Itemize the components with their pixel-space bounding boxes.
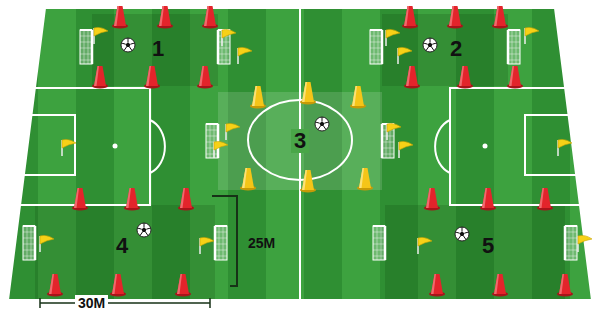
ball [423, 38, 437, 52]
cone [240, 168, 256, 191]
zone-area [35, 205, 215, 300]
cone [72, 188, 88, 211]
goal-area [24, 115, 75, 175]
flag [578, 235, 592, 252]
cone [492, 6, 508, 29]
zone-number: 5 [482, 235, 494, 257]
cone [197, 66, 213, 89]
cone [480, 188, 496, 211]
flag [398, 47, 412, 64]
flag [62, 139, 76, 156]
goal [80, 30, 92, 64]
cone [110, 274, 126, 297]
dimension-label: 30M [75, 295, 108, 311]
cone [429, 274, 445, 297]
ball [455, 227, 469, 241]
ball [315, 117, 329, 131]
penalty-area [20, 88, 150, 205]
flag [222, 29, 236, 46]
cone [178, 188, 194, 211]
dimension-label: 25M [248, 236, 275, 250]
flags [40, 27, 592, 254]
dimension-bracket [212, 196, 237, 286]
zone-area [382, 14, 508, 86]
cone [402, 6, 418, 29]
goal [508, 30, 520, 64]
goal [215, 226, 227, 260]
cone [404, 66, 420, 89]
zone-area [385, 205, 565, 300]
zone-number: 4 [116, 235, 128, 257]
yellow-cones [240, 82, 373, 193]
cone [175, 274, 191, 297]
cone [447, 6, 463, 29]
flag [94, 27, 108, 44]
cone [357, 168, 373, 191]
flag [386, 29, 400, 46]
penalty-spot [113, 144, 118, 149]
dimension-line [40, 298, 210, 308]
flag [558, 139, 572, 156]
cone [537, 188, 553, 211]
ball [137, 223, 151, 237]
cone [457, 66, 473, 89]
pitch-lines [8, 8, 592, 300]
cone [424, 188, 440, 211]
penalty-arc [150, 120, 165, 173]
halfway-line [299, 8, 301, 300]
cone [157, 6, 173, 29]
flag [40, 235, 54, 252]
goal [373, 226, 385, 260]
cone [124, 188, 140, 211]
cone [507, 66, 523, 89]
balls [121, 38, 469, 241]
cone [202, 6, 218, 29]
zone-number: 3 [291, 129, 309, 153]
ball [121, 38, 135, 52]
flag [238, 47, 252, 64]
touch-line [8, 8, 592, 300]
cone [557, 274, 573, 297]
cone [92, 66, 108, 89]
cone [250, 86, 266, 109]
cone [300, 82, 316, 105]
flag [214, 141, 228, 158]
goal [370, 30, 382, 64]
zone-number: 2 [450, 38, 462, 60]
cone [350, 86, 366, 109]
zone-number: 1 [152, 38, 164, 60]
cone [47, 274, 63, 297]
penalty-arc [435, 120, 450, 173]
flag [387, 123, 401, 140]
centre-circle [248, 100, 352, 180]
penalty-spot [483, 144, 488, 149]
goal [23, 226, 35, 260]
flag [399, 141, 413, 158]
red-cones [47, 6, 573, 297]
flag [418, 237, 432, 254]
goal [206, 124, 218, 158]
small-goals [23, 30, 577, 260]
cone [112, 6, 128, 29]
cone [492, 274, 508, 297]
penalty-area [450, 88, 580, 205]
pitch [8, 8, 592, 300]
flag [525, 27, 539, 44]
flag [226, 123, 240, 140]
cone [300, 170, 316, 193]
goal-area [525, 115, 576, 175]
flag [200, 237, 214, 254]
goal [565, 226, 577, 260]
cone [144, 66, 160, 89]
